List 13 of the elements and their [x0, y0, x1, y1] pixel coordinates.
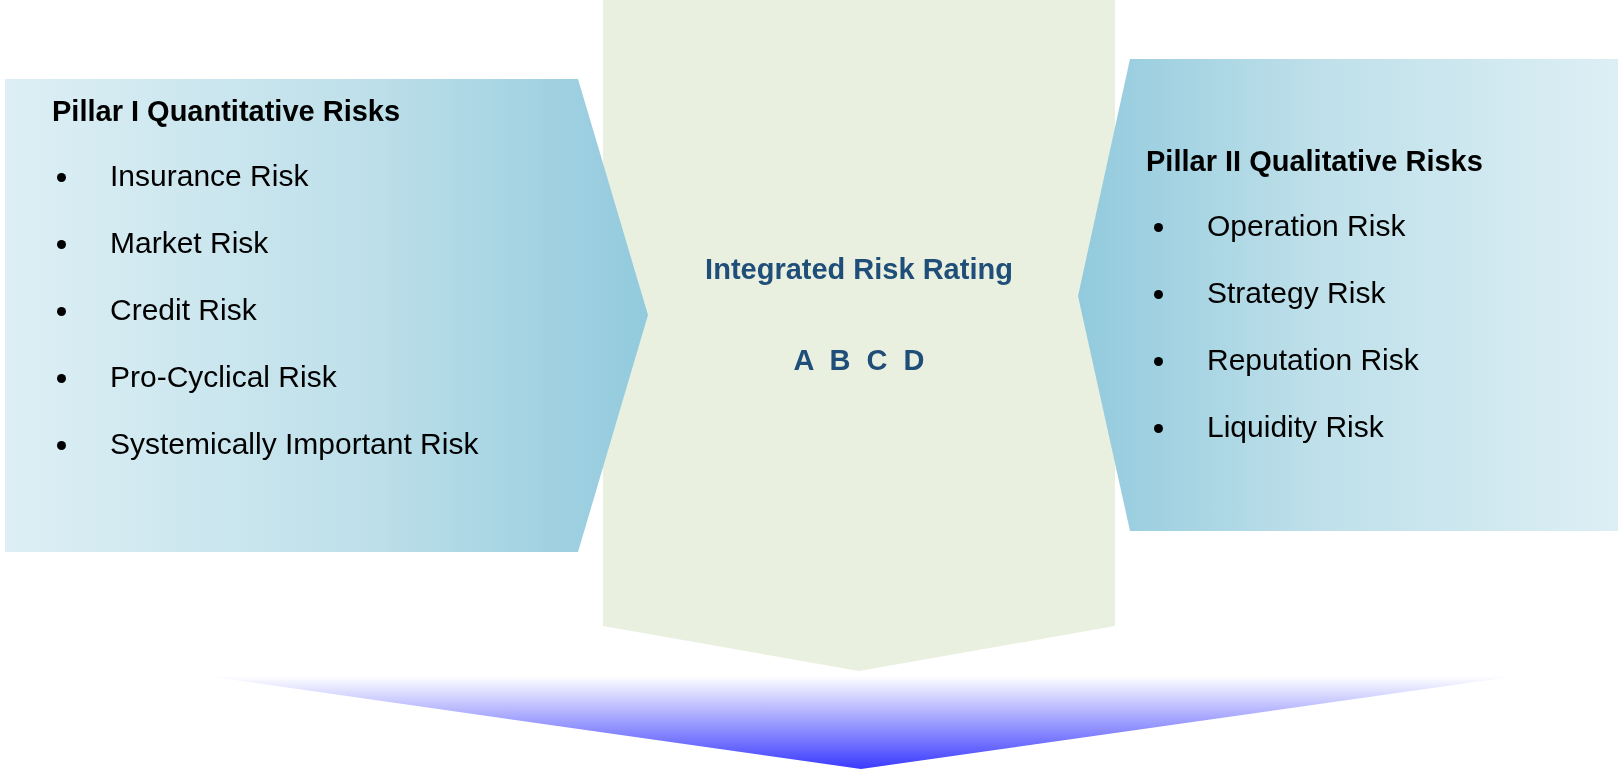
- risk-item: Systemically Important Risk: [110, 429, 479, 459]
- rating-title: Integrated Risk Rating: [705, 255, 1013, 284]
- risk-item: Strategy Risk: [1207, 278, 1386, 308]
- risk-item: Pro-Cyclical Risk: [110, 362, 337, 392]
- rating-grades: A B C D: [793, 346, 925, 375]
- pillar-heading: Pillar II Qualitative Risks: [1146, 147, 1483, 176]
- risk-item: Liquidity Risk: [1207, 412, 1384, 442]
- risk-item: Insurance Risk: [110, 161, 309, 191]
- pillar-heading: Pillar I Quantitative Risks: [52, 97, 401, 126]
- risk-item: Market Risk: [110, 228, 269, 258]
- risk-item: Reputation Risk: [1207, 345, 1419, 375]
- risk-item: Credit Risk: [110, 295, 257, 325]
- risk-item: Operation Risk: [1207, 211, 1406, 241]
